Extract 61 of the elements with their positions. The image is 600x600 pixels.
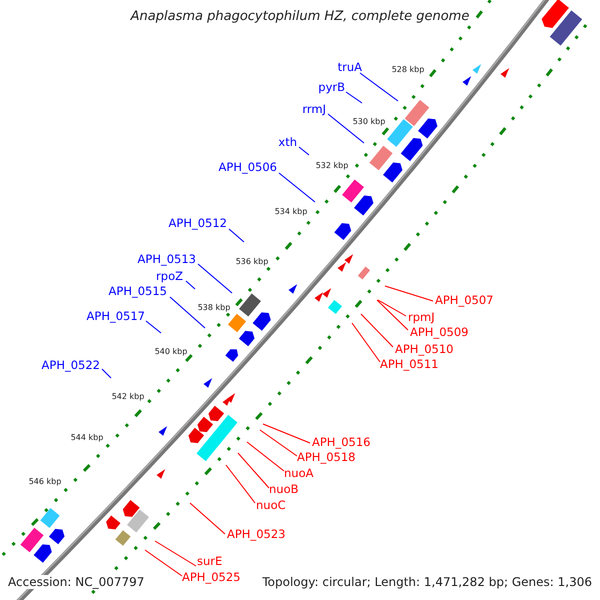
gene-label: rpoZ	[156, 269, 183, 283]
leader-line	[154, 540, 196, 566]
leader-line	[190, 502, 226, 534]
leader-line	[352, 322, 380, 362]
gene-label: APH_0509	[410, 325, 468, 339]
gene-label: rpmJ	[408, 310, 435, 324]
gene-label: nuoA	[284, 466, 314, 480]
leader-line	[102, 368, 112, 378]
leader-line	[278, 172, 316, 202]
gene-label: APH_0507	[435, 293, 494, 307]
leader-line	[146, 320, 162, 334]
leader-line	[262, 424, 310, 444]
leader-line	[298, 146, 310, 156]
leader-line	[226, 464, 256, 504]
gene-label: rrmJ	[302, 102, 326, 116]
scale-label: 528 kbp	[392, 65, 424, 75]
gene-label: pyrB	[318, 80, 345, 94]
leader-line	[186, 280, 196, 290]
leader-line	[144, 550, 182, 576]
gene-label: xth	[278, 135, 297, 149]
leader-line	[198, 264, 232, 294]
leader-line	[346, 92, 362, 104]
gene-label: APH_0513	[138, 252, 196, 266]
gene-label: APH_0511	[380, 357, 438, 371]
gene-label: APH_0516	[312, 435, 370, 449]
gene-label: APH_0512	[168, 216, 227, 230]
gene-label: APH_0525	[182, 570, 240, 584]
gene-label: APH_0510	[395, 342, 454, 356]
gene-label: APH_0522	[42, 358, 100, 372]
gene-label: nuoB	[269, 482, 299, 496]
gene-label: APH_0515	[108, 284, 167, 298]
scale-label: 542 kbp	[112, 392, 144, 402]
leader-line	[228, 228, 244, 242]
gene-label: truA	[338, 60, 362, 74]
scale-label: 536 kbp	[236, 257, 268, 267]
leader-line	[260, 430, 298, 456]
gene-label: APH_0518	[297, 450, 356, 464]
scale-label: 540 kbp	[154, 347, 188, 357]
scale-label: 544 kbp	[70, 433, 104, 443]
scale-label: 546 kbp	[28, 477, 62, 487]
title: Anaplasma phagocytophilum HZ, complete genome	[130, 10, 470, 24]
leader-line	[360, 314, 394, 348]
scale-label: 538 kbp	[198, 303, 230, 313]
gene-label: APH_0523	[227, 527, 286, 541]
leader-line	[360, 72, 398, 102]
genome-info-text: Topology: circular; Length: 1,471,282 bp; Genes: 1,306	[262, 575, 592, 589]
gene-label: APH_0517	[86, 309, 145, 323]
leader-line	[246, 442, 284, 472]
scale-label: 530 kbp	[352, 117, 386, 127]
leader-line	[378, 300, 406, 316]
scale-label: 534 kbp	[274, 207, 308, 217]
scale-label: 532 kbp	[316, 161, 348, 171]
leader-line	[328, 114, 364, 144]
leader-line	[384, 286, 434, 302]
gene-label: nuoC	[256, 498, 286, 512]
gene-label: surE	[197, 554, 222, 568]
leader-line	[376, 300, 408, 330]
accession-text: Accession: NC_007797	[8, 575, 144, 589]
leader-line	[170, 296, 206, 328]
gene-label: APH_0506	[218, 160, 277, 174]
leader-line	[238, 452, 270, 488]
